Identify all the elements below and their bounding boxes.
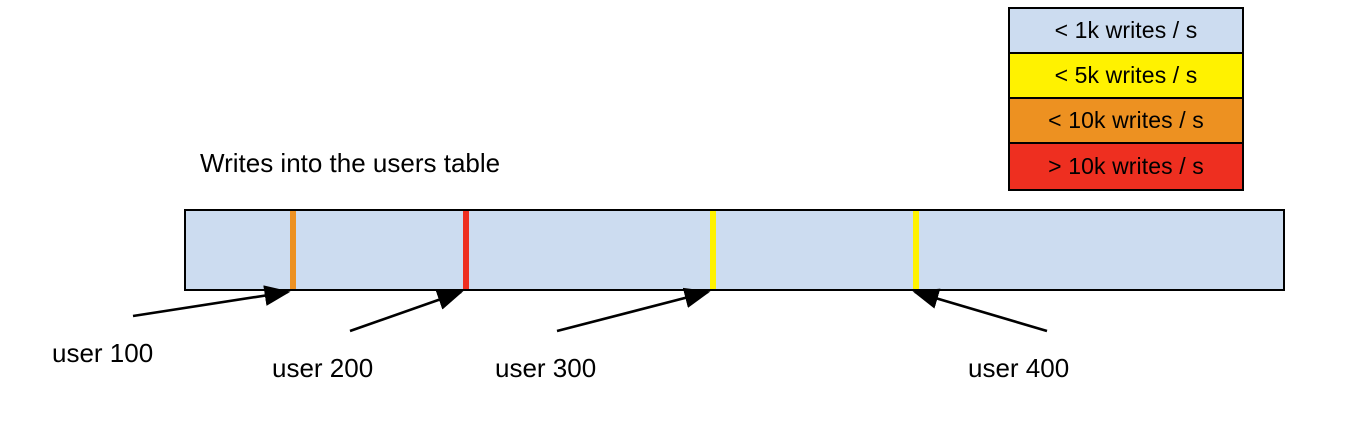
callout-label-user-400: user 400	[968, 353, 1070, 383]
callout-label-user-100: user 100	[52, 338, 154, 368]
user-300-stripe	[710, 211, 716, 289]
user-300-arrow	[556, 287, 711, 333]
legend-label-gt-10k: > 10k writes / s	[1048, 153, 1204, 179]
user-100-arrow	[132, 285, 291, 318]
legend-label-lt-5k: < 5k writes / s	[1054, 62, 1198, 88]
user-200-stripe	[463, 211, 469, 289]
callout-label-user-200: user 200	[272, 353, 374, 383]
chart-title: Writes into the users table	[200, 148, 501, 178]
legend-row-lt-10k: < 10k writes / s	[1010, 99, 1242, 144]
callout-label-user-300: user 300	[495, 353, 597, 383]
legend-row-lt-5k: < 5k writes / s	[1010, 54, 1242, 99]
legend-label-lt-1k: < 1k writes / s	[1054, 17, 1198, 43]
user-400-stripe	[913, 211, 919, 289]
legend-row-gt-10k: > 10k writes / s	[1010, 144, 1242, 189]
legend-label-lt-10k: < 10k writes / s	[1048, 107, 1204, 133]
legend-row-lt-1k: < 1k writes / s	[1010, 9, 1242, 54]
user-100-stripe	[290, 211, 296, 289]
legend: < 1k writes / s < 5k writes / s < 10k wr…	[1008, 7, 1244, 191]
user-400-arrow	[912, 288, 1048, 333]
users-table-bar	[184, 209, 1285, 291]
user-200-arrow	[349, 289, 464, 333]
